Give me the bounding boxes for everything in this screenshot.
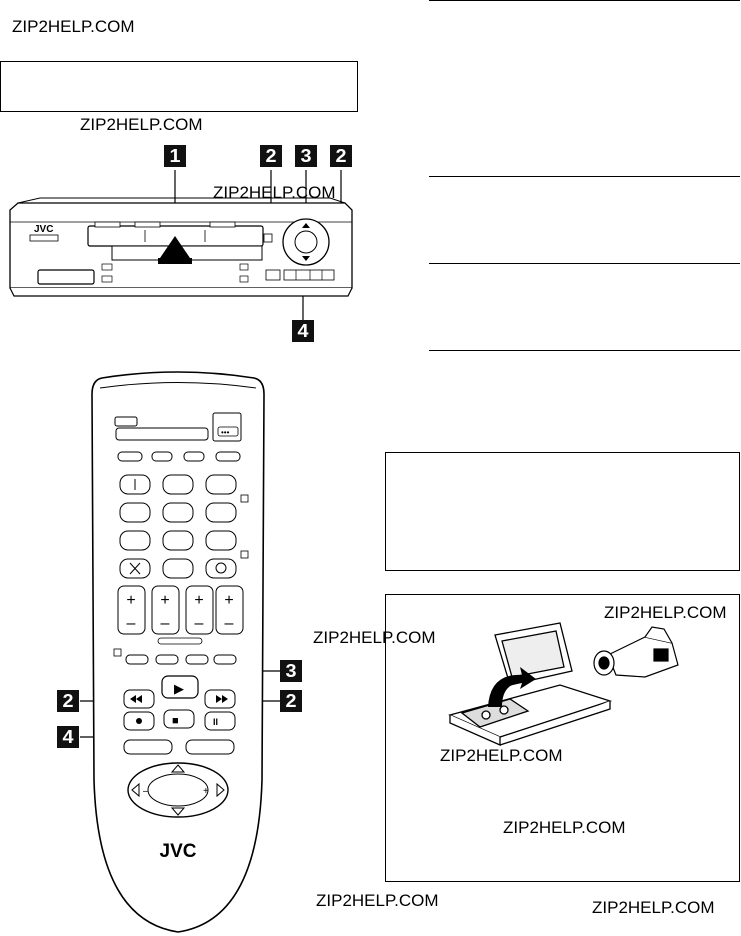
watermark-mid-left: ZIP2HELP.COM (313, 628, 436, 647)
vcr-callout-4: 4 (292, 320, 314, 342)
minus-sign: – (143, 786, 149, 797)
cassette-adapter-illustration (448, 622, 679, 746)
remote-callout-2-right: 2 (280, 690, 302, 712)
watermark-vcr: ZIP2HELP.COM (213, 183, 336, 202)
rule-4 (429, 350, 740, 351)
note-box-top (0, 61, 358, 112)
plus-sign: + (203, 786, 209, 797)
vcr-callout-2-right: 2 (330, 145, 352, 167)
watermark-top-left: ZIP2HELP.COM (12, 17, 135, 36)
watermark-under-box: ZIP2HELP.COM (80, 115, 203, 134)
remote-illustration: ••• + + + + – – – – (80, 371, 280, 933)
stop-icon: ■ (172, 715, 179, 727)
figure-box-adapter (385, 594, 740, 882)
minus-sign: – (195, 615, 204, 632)
minus-sign: – (225, 615, 234, 632)
plus-sign: + (160, 592, 169, 609)
watermark-bottom-center: ZIP2HELP.COM (316, 891, 439, 910)
plus-sign: + (224, 592, 233, 609)
rule-2 (429, 176, 740, 177)
rule-3 (429, 263, 740, 264)
remote-callout-2-left: 2 (57, 690, 79, 712)
watermark-adapter: ZIP2HELP.COM (440, 746, 563, 765)
rule-1 (429, 0, 740, 1)
remote-brand: JVC (160, 841, 197, 862)
remote-callout-3: 3 (280, 660, 302, 682)
plus-sign: + (126, 592, 135, 609)
plus-sign: + (194, 592, 203, 609)
vcr-illustration: JVC (9, 170, 353, 320)
remote-callout-4: 4 (57, 726, 79, 748)
minus-sign: – (161, 615, 170, 632)
svg-text:•••: ••• (221, 428, 230, 437)
watermark-bottom-right: ZIP2HELP.COM (592, 898, 715, 917)
note-box-right (385, 452, 740, 571)
minus-sign: – (127, 615, 136, 632)
pause-icon: II (213, 717, 218, 727)
watermark-right-figure-bottom: ZIP2HELP.COM (503, 818, 626, 837)
play-icon: ▶ (174, 681, 184, 696)
watermark-right-figure-top: ZIP2HELP.COM (604, 603, 727, 622)
vcr-callout-2-left: 2 (260, 145, 282, 167)
vcr-callout-1: 1 (164, 145, 186, 167)
vcr-callout-3: 3 (295, 145, 317, 167)
vcr-brand: JVC (34, 224, 53, 235)
